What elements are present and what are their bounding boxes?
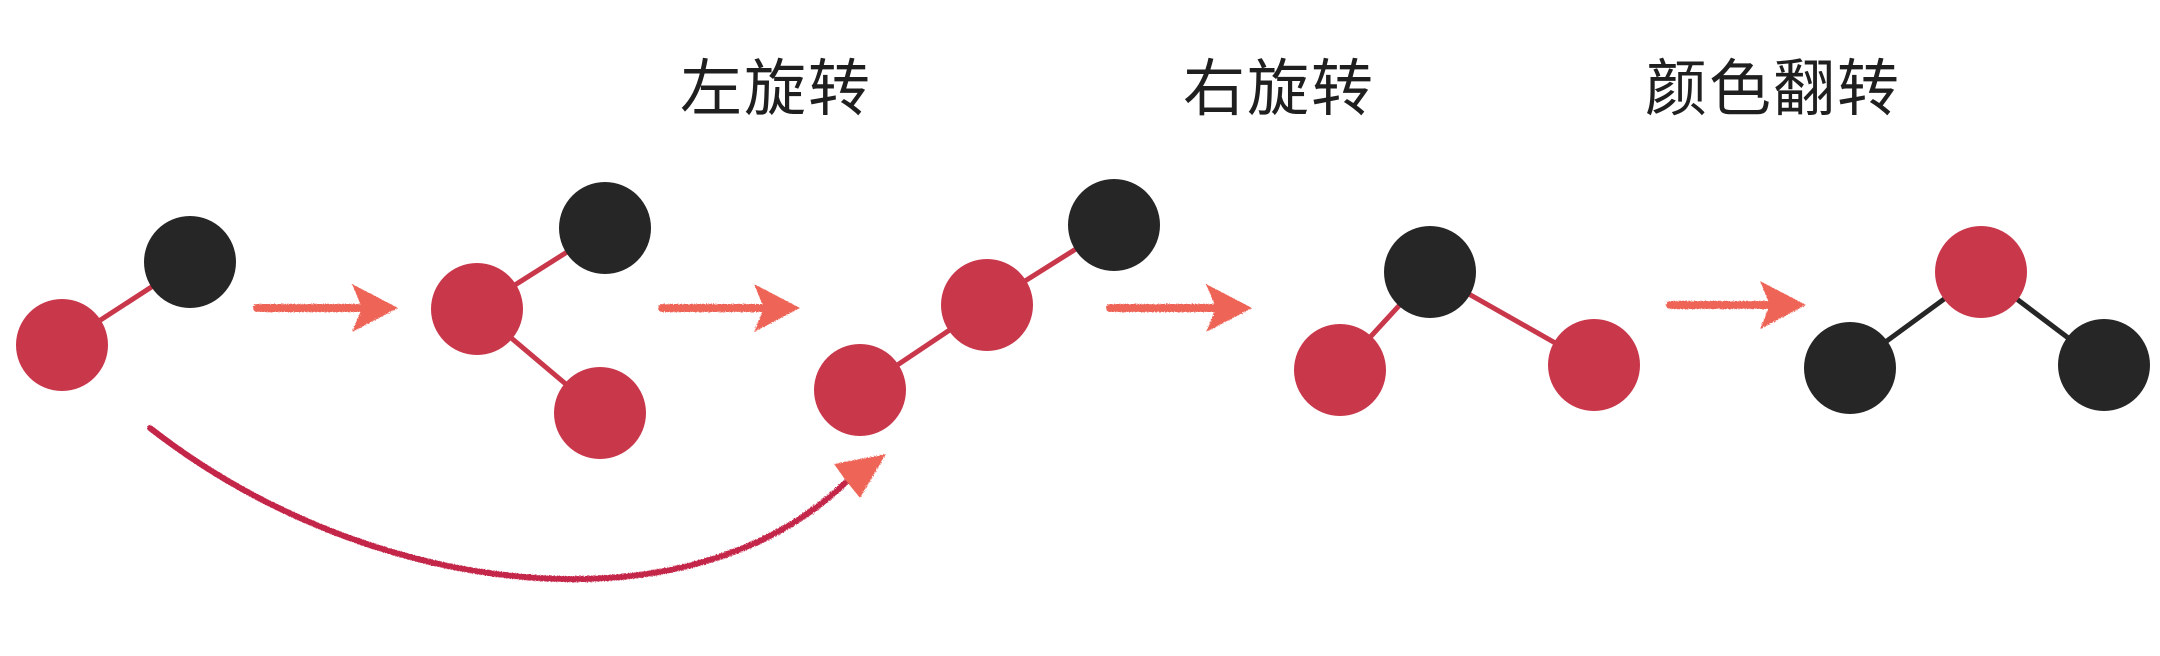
red-node: [941, 259, 1033, 351]
red-node: [554, 367, 646, 459]
color-flip-label: 颜色翻转: [1645, 52, 1902, 125]
black-node: [1384, 226, 1476, 318]
black-node: [1068, 179, 1160, 271]
transition-arrow-2: [658, 284, 800, 332]
rotate-left-label: 左旋转: [680, 52, 873, 125]
red-node: [16, 299, 108, 391]
stage-4-after-right-rotation: [1294, 226, 1640, 416]
black-node: [1804, 322, 1896, 414]
red-node: [431, 263, 523, 355]
red-node: [814, 344, 906, 436]
transition-arrow-1: [253, 284, 398, 332]
transition-arrow-3: [1106, 284, 1252, 332]
stage-2-two-red-children: [431, 182, 651, 459]
red-node: [1294, 324, 1386, 416]
curved-shortcut-arrow: [147, 425, 886, 583]
stage-1-initial: [16, 216, 236, 391]
stage-5-after-color-flip: [1804, 226, 2150, 414]
transition-arrow-4: [1666, 281, 1806, 329]
rotate-right-label: 右旋转: [1183, 52, 1376, 125]
black-node: [144, 216, 236, 308]
black-node: [559, 182, 651, 274]
black-node: [2058, 319, 2150, 411]
stage-3-red-chain: [814, 179, 1160, 436]
red-node: [1935, 226, 2027, 318]
red-node: [1548, 319, 1640, 411]
